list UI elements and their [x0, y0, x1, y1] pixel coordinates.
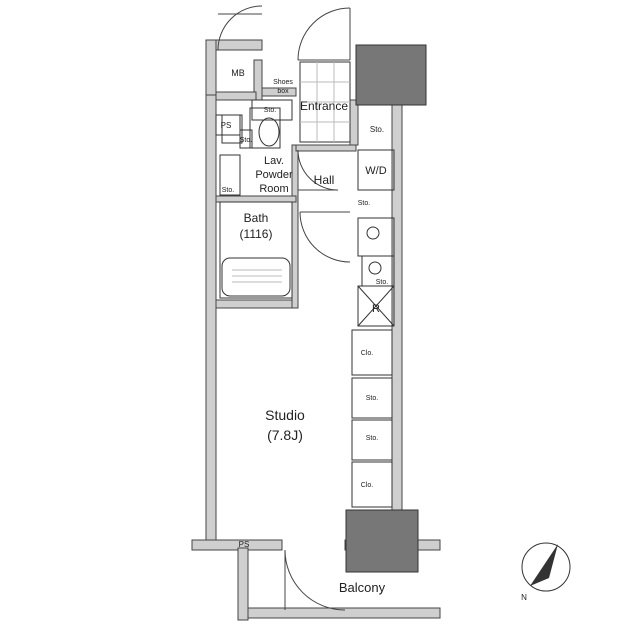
entrance-tiles	[299, 61, 351, 143]
label-sto-kitchen: Sto.	[376, 279, 389, 286]
doors	[217, 5, 351, 611]
label-sto-entrance: Sto.	[370, 125, 384, 134]
label-sto-lav-side: Sto.	[240, 137, 253, 144]
label-lav-2: Powder	[255, 169, 293, 181]
label-mb: MB	[231, 68, 245, 78]
label-ps-bottom: PS	[239, 540, 250, 549]
label-wd: W/D	[365, 165, 386, 177]
compass-n-label: N	[521, 593, 527, 602]
label-lav-3: Room	[259, 183, 288, 195]
label-sto-1: Sto.	[366, 395, 379, 402]
label-studio-2: (7.8J)	[267, 427, 303, 443]
label-sto-lav-bottom: Sto.	[222, 187, 235, 194]
label-sto-lav-top: Sto.	[264, 107, 277, 114]
label-clo-2: Clo.	[361, 482, 374, 489]
label-hall: Hall	[314, 173, 335, 187]
label-shoes-box-2: box	[277, 88, 289, 95]
walls	[191, 39, 441, 621]
label-entrance: Entrance	[300, 99, 348, 113]
rooms	[215, 99, 395, 508]
label-shoes-box-1: Shoes	[273, 79, 293, 86]
label-sto-2: Sto.	[366, 435, 379, 442]
compass-icon: N	[521, 542, 571, 602]
label-balcony: Balcony	[339, 580, 386, 595]
label-clo-1: Clo.	[361, 350, 374, 357]
label-bath-2: (1116)	[240, 227, 273, 241]
label-ps-top: PS	[221, 121, 232, 130]
label-sto-hall: Sto.	[358, 200, 371, 207]
label-lav-1: Lav.	[264, 155, 284, 167]
label-fridge: R	[372, 303, 380, 315]
label-bath-1: Bath	[244, 211, 269, 225]
columns	[345, 44, 427, 573]
text-labels: MB Shoes box Entrance Sto. PS Sto. Sto. …	[221, 68, 389, 595]
label-studio-1: Studio	[265, 407, 305, 423]
